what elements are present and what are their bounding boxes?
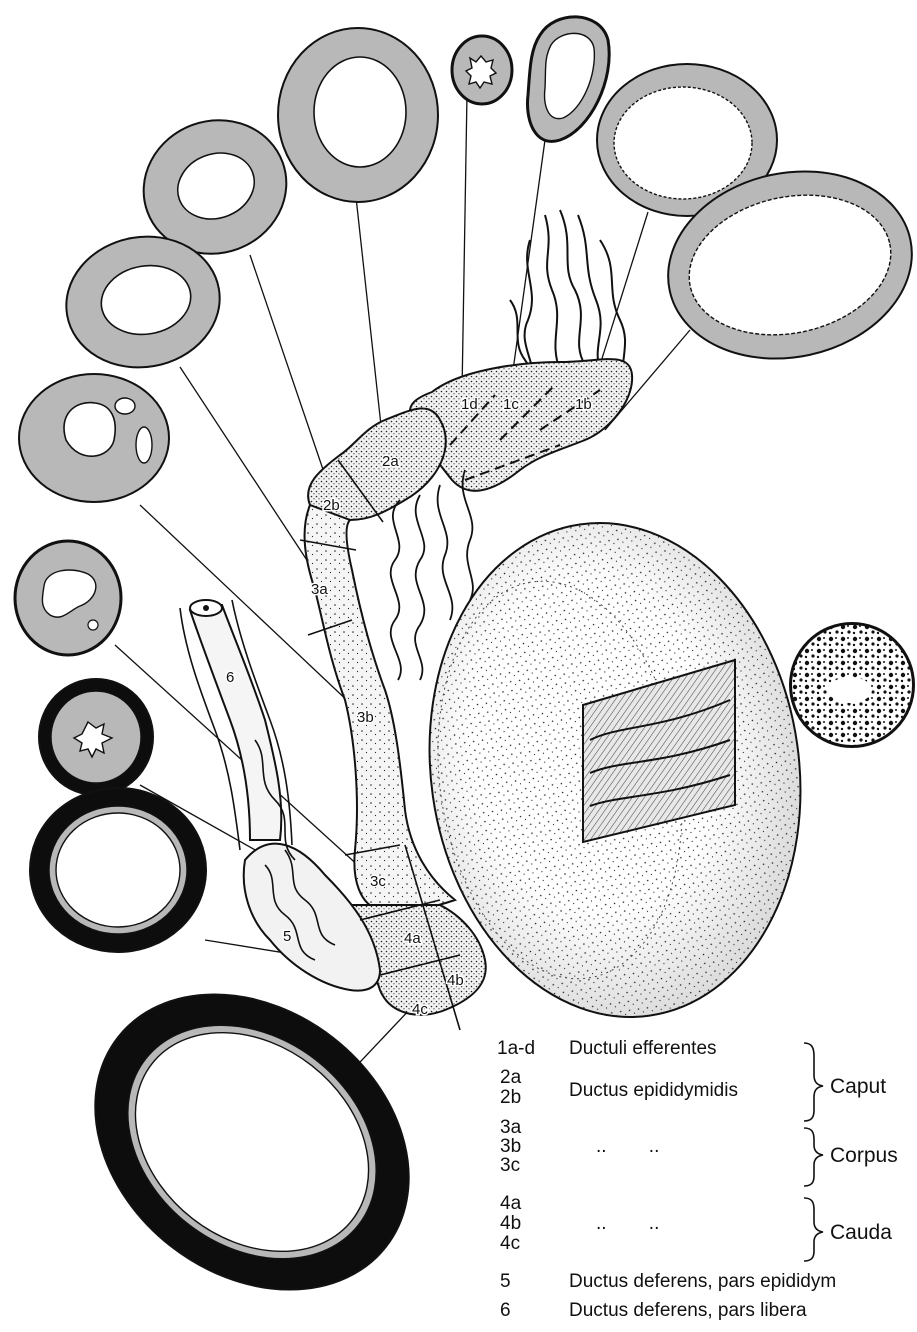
cross-section-seminiferous-tubule: [790, 623, 914, 747]
label-1d: 1d: [461, 396, 478, 413]
leader-line-1d: [462, 94, 467, 392]
legend-ditto-cauda: .. ..: [596, 1213, 659, 1234]
label-3a: 3a: [311, 581, 328, 598]
legend-code-5: 5: [500, 1271, 511, 1292]
legend-code-2a: 2a: [500, 1067, 522, 1088]
legend-term-ductus-epididymidis: Ductus epididymidis: [569, 1080, 738, 1101]
label-2a: 2a: [382, 453, 399, 470]
legend-code-4c: 4c: [500, 1233, 520, 1254]
cross-section-1c: [527, 17, 609, 142]
legend-region-caput: Caput: [830, 1075, 886, 1098]
legend-code-3a: 3a: [500, 1117, 522, 1138]
legend-code-3c: 3c: [500, 1155, 520, 1176]
legend-braces: [804, 1043, 823, 1261]
legend: 1a-d Ductuli efferentes 2a 2b Ductus epi…: [497, 1038, 898, 1321]
legend-term-pars-epididymica: Ductus deferens, pars epididym: [569, 1271, 836, 1292]
legend-code-4b: 4b: [500, 1213, 521, 1234]
label-4b: 4b: [447, 972, 464, 989]
cross-section-1d: [452, 36, 512, 104]
legend-code-1a-d: 1a-d: [497, 1038, 535, 1059]
leader-line-1b: [594, 212, 648, 384]
label-2b: 2b: [323, 497, 340, 514]
label-3b: 3b: [357, 709, 374, 726]
legend-ditto-corpus: .. ..: [596, 1136, 659, 1157]
label-6: 6: [226, 669, 234, 686]
brace-corpus: [804, 1128, 823, 1186]
legend-region-cauda: Cauda: [830, 1221, 892, 1244]
label-1b: 1b: [575, 396, 592, 413]
legend-code-4a: 4a: [500, 1193, 522, 1214]
label-5: 5: [283, 928, 291, 945]
legend-code-6: 6: [500, 1300, 511, 1321]
legend-region-corpus: Corpus: [830, 1144, 898, 1167]
label-1c: 1c: [503, 396, 519, 413]
legend-code-2b: 2b: [500, 1087, 521, 1108]
cross-section-3b: [19, 374, 169, 502]
cross-section-4b: [30, 788, 206, 952]
brace-caput: [804, 1043, 823, 1121]
leader-line-2a: [355, 188, 385, 462]
cross-section-4a: [39, 679, 153, 795]
label-4a: 4a: [404, 930, 421, 947]
legend-code-3b: 3b: [500, 1136, 521, 1157]
label-3c: 3c: [370, 873, 386, 890]
label-4c: 4c: [412, 1001, 428, 1018]
legend-term-ductuli-efferentes: Ductuli efferentes: [569, 1038, 717, 1059]
leader-line-2b: [250, 255, 330, 490]
legend-term-pars-libera: Ductus deferens, pars libera: [569, 1300, 807, 1321]
cross-section-3c: [15, 541, 121, 655]
brace-cauda: [804, 1198, 823, 1261]
leader-line-3a: [180, 367, 318, 577]
cross-section-2a: [278, 28, 438, 202]
ductus-deferens-pars-libera: [190, 605, 281, 840]
